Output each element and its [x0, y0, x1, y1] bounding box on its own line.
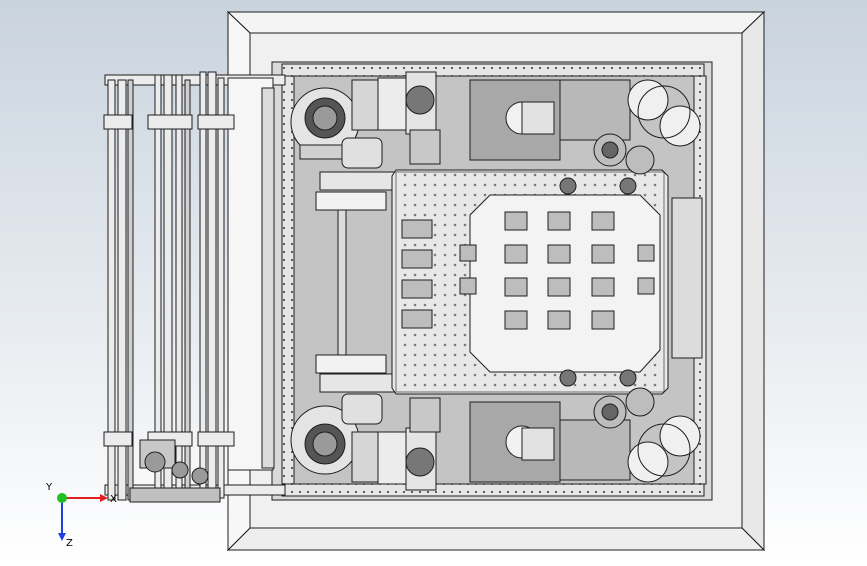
wheel-modules-right: [593, 79, 703, 483]
center-shaft: [315, 171, 401, 393]
roller-intake: [103, 71, 286, 503]
axis-triad: X Y Z: [45, 482, 117, 548]
perforated-plate: [391, 169, 669, 395]
x-axis-arrow: [100, 494, 108, 502]
drive-module-top-left: [290, 71, 441, 169]
motors: [505, 101, 555, 461]
x-axis-label: X: [110, 494, 117, 505]
y-axis-label: Y: [45, 482, 53, 493]
z-axis-label: Z: [66, 538, 73, 548]
z-axis-arrow: [58, 533, 66, 541]
y-axis-marker: [57, 493, 67, 503]
drive-module-bottom-left: [290, 393, 441, 491]
